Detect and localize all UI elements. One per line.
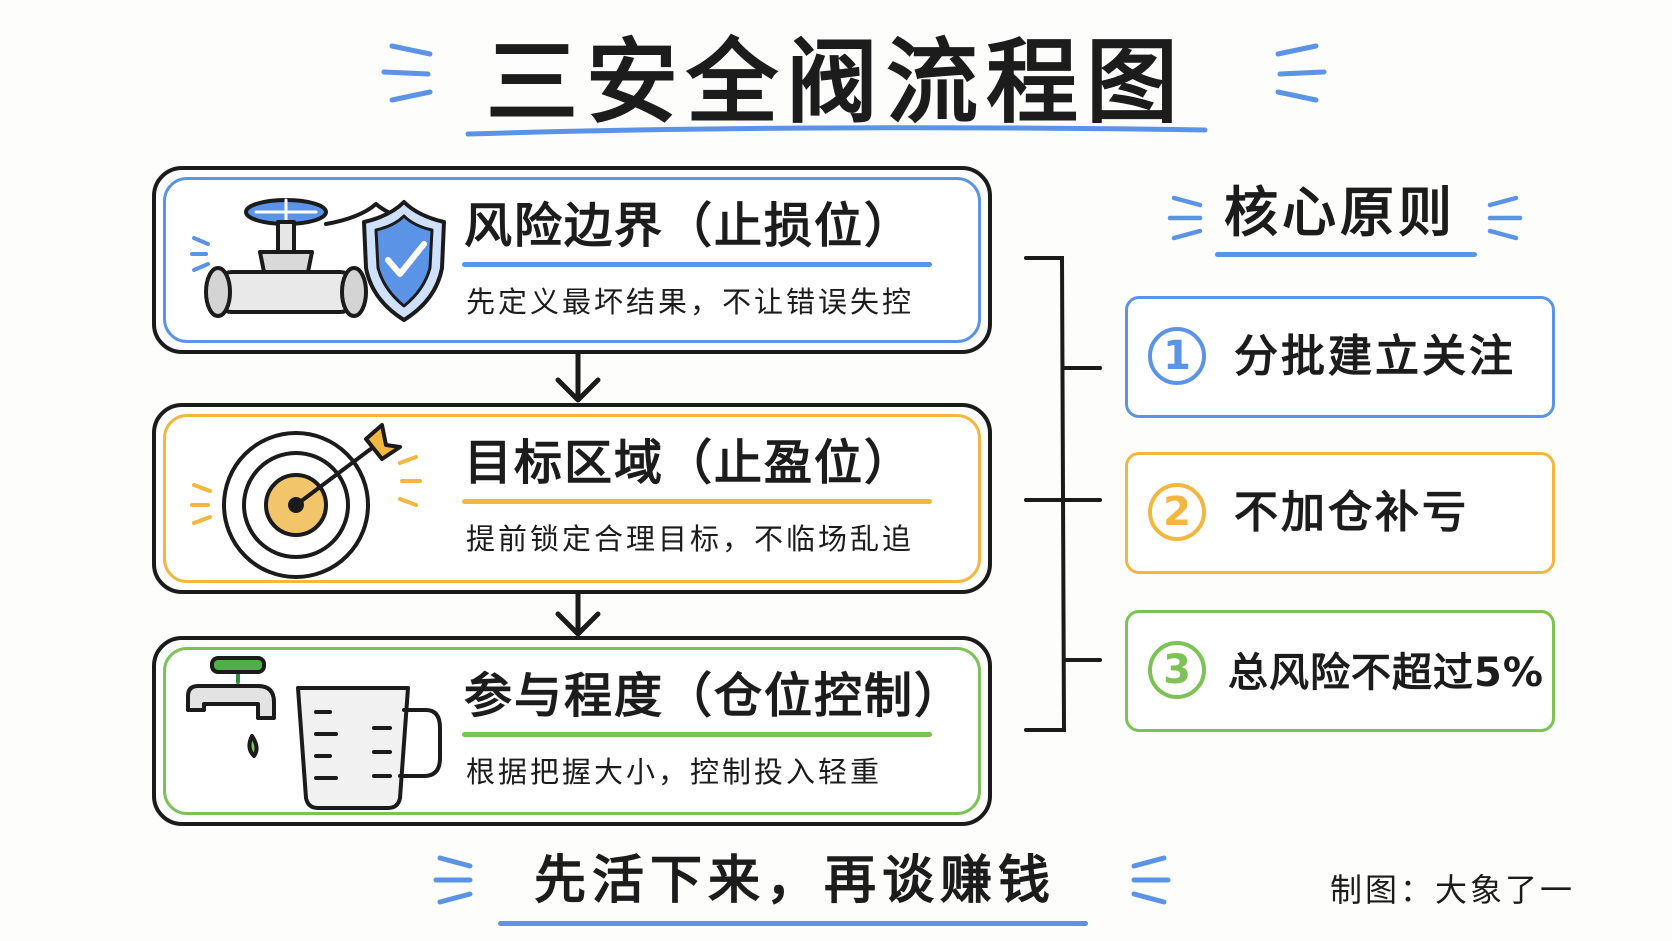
card-accent-border [163,414,981,583]
principles-bracket [1024,256,1102,732]
principle-text: 分批建立关注 [1234,331,1516,382]
principle-number-badge: 2 [1148,483,1206,541]
risk-boundary-card: 风险边界（止损位） 先定义最坏结果，不让错误失控 [152,166,992,354]
card-subtitle: 根据把握大小，控制投入轻重 [466,755,883,789]
card-accent-border [163,647,981,815]
page-title: 三安全阀流程图 [485,29,1186,136]
card-subtitle: 提前锁定合理目标，不临场乱追 [466,522,915,556]
card-title: 风险边界（止损位） [464,198,915,254]
author-credit: 制图：大象了一 [1330,871,1576,909]
target-zone-card: 目标区域（止盈位） 提前锁定合理目标，不临场乱追 [152,403,992,594]
card-subtitle: 先定义最坏结果，不让错误失控 [466,285,915,319]
flow-arrow-1 [555,349,601,403]
valve-and-shield-icon [190,198,446,322]
principles-heading: 核心原则 [1224,181,1456,244]
principle-text: 总风险不超过5% [1228,650,1544,696]
card-title-underline [462,499,932,504]
principle-number-badge: 1 [1148,327,1206,385]
footer-underline [498,921,1088,926]
footer-right-dashes [1131,855,1171,905]
heading-left-dashes [1167,195,1203,241]
principle-text: 不加仓补亏 [1234,487,1469,538]
card-title: 目标区域（止盈位） [464,435,915,491]
heading-right-dashes [1487,195,1523,241]
principle-box-1: 1 分批建立关注 [1125,296,1555,418]
title-left-dashes [381,43,433,103]
principles-heading-underline [1215,252,1477,257]
principle-box-3: 3 总风险不超过5% [1125,610,1555,732]
participation-level-card: 参与程度（仓位控制） 根据把握大小，控制投入轻重 [152,636,992,826]
principle-number-badge: 3 [1148,641,1206,699]
card-title-underline [462,732,932,737]
card-accent-border [163,177,981,343]
title-underline [465,125,1208,137]
card-title: 参与程度（仓位控制） [464,668,965,724]
flow-arrow-2 [555,589,601,637]
footer-slogan: 先活下来，再谈赚钱 [533,851,1056,911]
faucet-and-measuring-cup-icon [186,656,442,810]
card-title-underline [462,262,932,267]
target-arrow-icon [190,423,422,579]
footer-left-dashes [433,855,473,905]
title-right-dashes [1275,43,1327,103]
principle-box-2: 2 不加仓补亏 [1125,452,1555,574]
